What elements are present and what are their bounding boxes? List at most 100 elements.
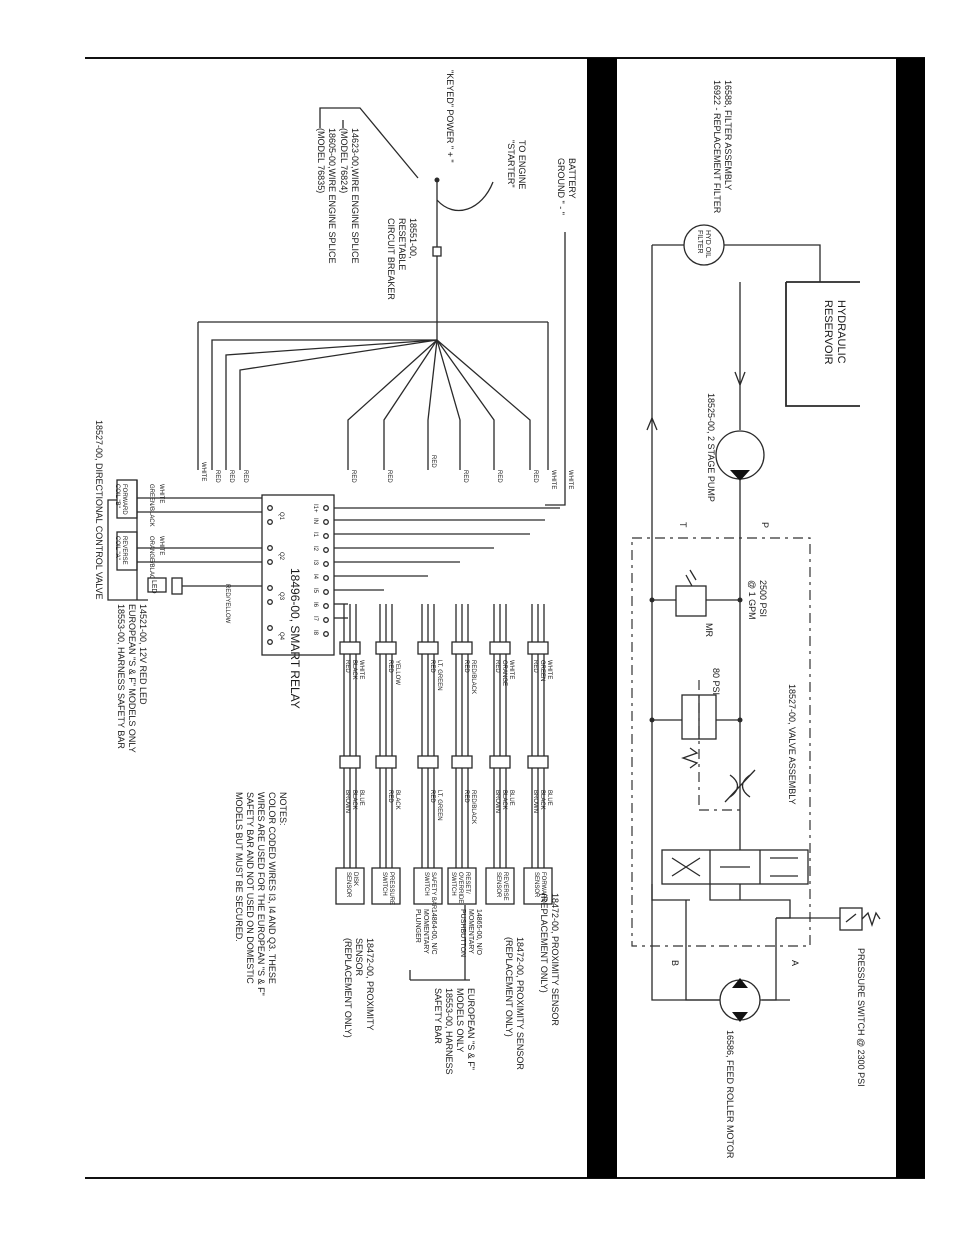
pump-label: 18525-00, 2 STAGE PUMP [706, 393, 716, 502]
harness-connector [375, 641, 397, 655]
european-models-callout: EUROPEAN "S & F" MODELS ONLY 18553-00, H… [433, 988, 476, 1077]
harness-wire-colors: WHITEBLACKRED [344, 660, 364, 680]
harness-connector [489, 641, 511, 655]
harness-wire-colors: WHITEORANGERED [494, 660, 514, 686]
filter-return-line [652, 244, 821, 282]
relief-valve-symbol [675, 585, 707, 617]
relay-terminal-label: I8 [312, 630, 318, 636]
sensor-device-label: PRESSURESWITCH [381, 872, 394, 905]
filter-assembly-label: 16588, FILTER ASSEMBLY 16922 - REPLACEME… [712, 80, 733, 214]
relay-terminal-label: I6 [312, 602, 318, 608]
relay-output-label: Q4 [278, 632, 284, 641]
sensor-device-box [447, 867, 477, 905]
circuit-breaker-label: 18551-00, RESETABLE CIRCUIT BREAKER [386, 218, 418, 300]
relay-input-terminal [323, 617, 329, 623]
sensor-wire-colors: RED/BLACKRED [463, 790, 476, 824]
sensor-device-label: REVERSESENSOR [495, 872, 508, 901]
pump-triangle [730, 470, 750, 481]
hydraulic-schematic: 16588, FILTER ASSEMBLY 16922 - REPLACEME… [631, 80, 881, 1159]
wire-label-white: WHITE [567, 470, 573, 489]
right-edge-bar [896, 58, 925, 1178]
sensor-device-label: DISKSENSOR [345, 872, 358, 898]
led-callout: 14521-00, 12V RED LED EUROPEAN "S & F" M… [116, 604, 148, 755]
relay-terminal-label: I2 [312, 546, 318, 552]
pressure-switch-label: PRESSURE SWITCH @ 2300 PSI [856, 948, 866, 1087]
relay-terminal-label: I1+ [312, 504, 318, 513]
harness-wire-colors: RED/BLACKRED [463, 660, 476, 694]
harness-connector [489, 755, 511, 769]
relay-output-terminal [267, 585, 273, 591]
circuit-breaker-symbol [432, 246, 442, 257]
harness-connector [339, 755, 361, 769]
wire-label-white: WHITE [550, 470, 556, 489]
pressure-switch-symbol [839, 907, 863, 931]
safety-plunger-callout: 14864-00, N/C MOMENTARY PLUNGER [414, 909, 437, 956]
harness-wire-colors: WHITEGREENRED [532, 660, 552, 681]
mr-label: MR [704, 623, 714, 637]
relay-input-terminal [323, 603, 329, 609]
harness-connector [527, 755, 549, 769]
valve-assembly-boundary [631, 537, 811, 947]
sensor-wire-colors: BLUEBLACKBROWN [494, 790, 514, 813]
relay-input-wires [334, 507, 560, 619]
motor-label: 16586, FEED ROLLER MOTOR [725, 1030, 735, 1159]
wire-label-white: WHITE [158, 484, 164, 503]
forward-prox-callout: 18472-00, PROXIMITY SENSOR (REPLACEMENT … [539, 893, 560, 1028]
pressure-switch-spring [861, 911, 881, 928]
check-pressure-label: 80 PSI [711, 668, 721, 695]
sensor-devices: FORWARDSENSOR REVERSESENSOR RESET/OVERRIDE… [335, 867, 553, 910]
relay-output-terminal [267, 599, 273, 605]
switch-contact [845, 913, 857, 923]
relay-input-terminal [323, 547, 329, 553]
valve-flow-paths [671, 857, 798, 877]
flow-control-arrow [724, 769, 756, 803]
to-engine-label: TO ENGINE "STARTER" [506, 140, 527, 192]
relay-input-terminal [323, 519, 329, 525]
center-divider-bar [587, 58, 617, 1178]
smart-relay-label: 18496-00, SMART RELAY [288, 568, 302, 709]
junction [737, 597, 743, 603]
relay-output-terminal [267, 559, 273, 565]
wire-label-red: RED [462, 470, 468, 483]
oil-filter-symbol [683, 224, 725, 266]
sensor-wire-colors: BLUEBLACKBROWN [532, 790, 552, 813]
wire-label-white: WHITE [158, 536, 164, 555]
smart-relay-box [261, 494, 335, 656]
relief-spring [685, 569, 697, 587]
wire-label-red: RED [532, 470, 538, 483]
motor-triangle [732, 978, 748, 988]
sensor-device-box [335, 867, 365, 905]
splice-b-label: 18605-00,WIRE ENGINE SPLICE (MODEL 76835… [316, 128, 337, 266]
relay-output-label: Q1 [278, 512, 284, 521]
sensor-wire-colors: BLUEBLACKBROWN [344, 790, 364, 813]
relay-input-terminal [323, 631, 329, 637]
splice-a-label: 14623-00,WIRE ENGINE SPLICE (MODEL 76824… [339, 128, 360, 266]
sensor-harness: WHITEGREENRED BLUEBLACKBROWN WHITEORANGERE… [339, 604, 552, 868]
relay-terminal-label: IN [312, 518, 318, 524]
wire-label-red: RED [496, 470, 502, 483]
wire-label-orange-black: ORANGE/BLACK [148, 536, 154, 583]
valve-port-lines [651, 884, 741, 901]
valve-assembly-label: 18527-00, VALVE ASSEMBLY [787, 684, 797, 805]
led-connector [171, 577, 183, 595]
relay-terminal-label: I5 [312, 588, 318, 594]
sensor-device-label: FORWARDSENSOR [533, 872, 546, 903]
notes-block: NOTES: COLOR CODED WIRES I3, I4 AND Q3. … [234, 792, 288, 998]
relay-output-label: Q2 [278, 552, 284, 561]
harness-connector [375, 755, 397, 769]
sensor-wire-colors: BLACKRED [387, 790, 400, 810]
check-valve-spring [681, 747, 699, 769]
sensor-device-label: RESET/OVERRIDESWITCH [450, 872, 470, 903]
sensor-device-box [523, 867, 553, 905]
led-symbol [147, 577, 167, 593]
junction [737, 717, 743, 723]
junction [649, 597, 655, 603]
sensor-device-label: SAFETY BARSWITCH [423, 872, 436, 910]
red-branch-wires [211, 322, 549, 470]
splice-leader [319, 107, 419, 179]
relay-terminal-label: I3 [312, 560, 318, 566]
